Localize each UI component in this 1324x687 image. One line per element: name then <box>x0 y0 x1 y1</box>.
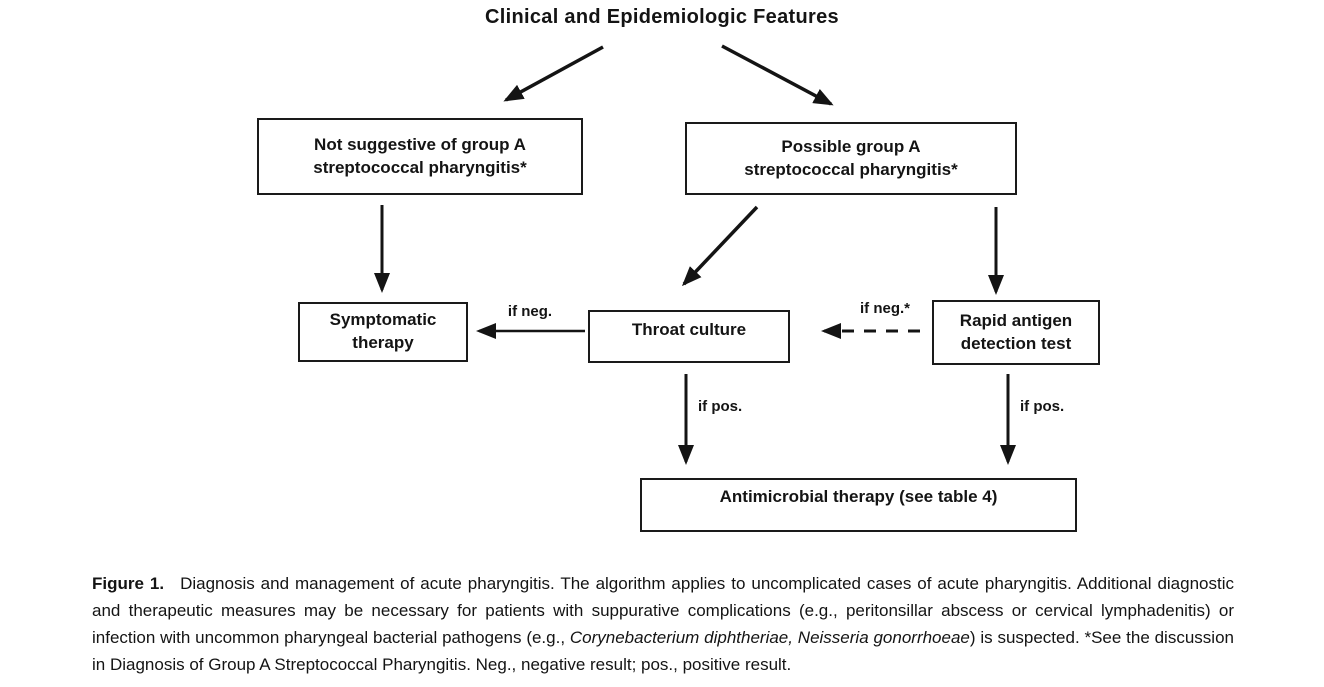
edge-label-if-pos-left: if pos. <box>698 398 743 415</box>
caption-text-part2: ) is suspected. *See the discussion in D… <box>92 628 1234 674</box>
flowchart-arrows <box>374 44 1016 465</box>
caption-figure-label: Figure 1. <box>92 574 165 593</box>
node-possible-group-a: Possible group A streptococcal pharyngit… <box>685 122 1017 195</box>
figure-caption: Figure 1.Diagnosis and management of acu… <box>92 570 1234 678</box>
caption-text-part1: Diagnosis and management of acute pharyn… <box>92 574 1235 647</box>
edge-label-if-pos-right: if pos. <box>1020 398 1065 415</box>
node-symptomatic-therapy: Symptomatic therapy <box>298 302 468 362</box>
arrow-title-to-possible-icon <box>721 44 834 106</box>
edge-label-if-neg-star: if neg.* <box>859 300 910 317</box>
arrow-title-to-not-suggestive-icon <box>503 45 604 102</box>
node-rapid-antigen-test: Rapid antigen detection test <box>932 300 1100 365</box>
arrow-possible-to-throat-culture-icon <box>681 205 759 287</box>
node-throat-culture: Throat culture <box>588 310 790 363</box>
edge-label-if-neg: if neg. <box>507 303 553 320</box>
figure-title: Clinical and Epidemiologic Features <box>485 6 839 28</box>
caption-italic-species: Corynebacterium diphtheriae, Neisseria g… <box>569 628 970 647</box>
node-antimicrobial-therapy: Antimicrobial therapy (see table 4) <box>640 478 1077 532</box>
node-not-suggestive: Not suggestive of group A streptococcal … <box>257 118 583 195</box>
